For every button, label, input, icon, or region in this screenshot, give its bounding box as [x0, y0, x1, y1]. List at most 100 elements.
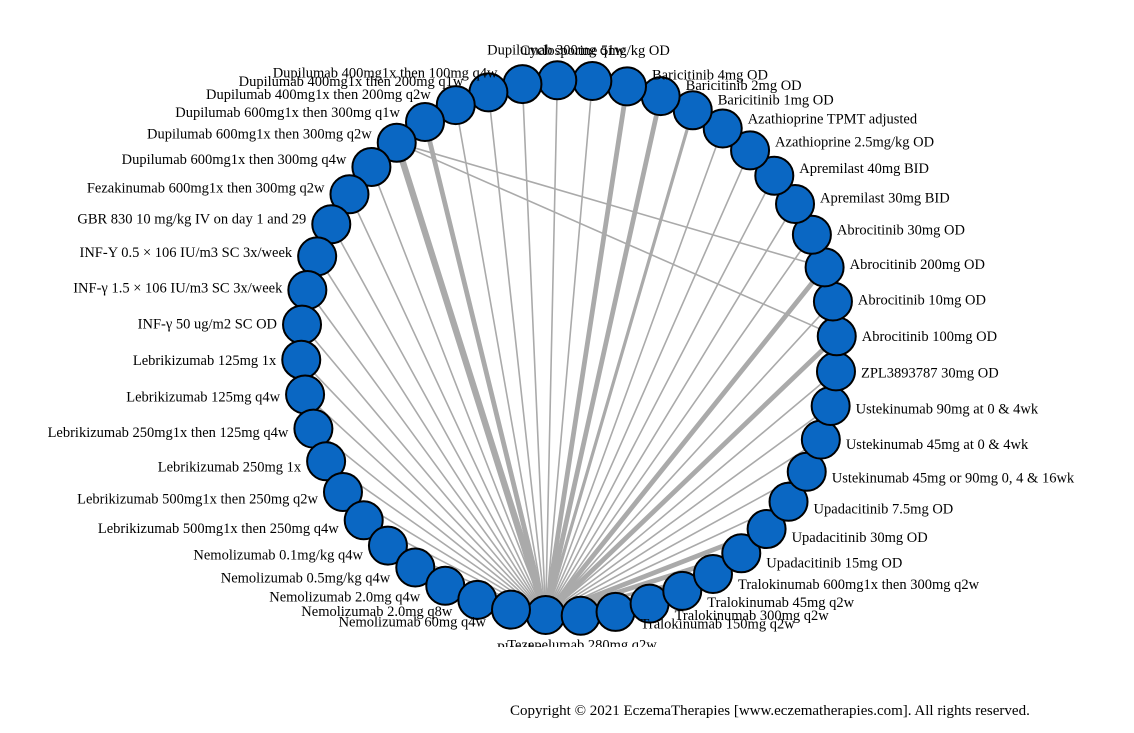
- label-lebrikizumab-500mg1x-then-250mg-q2w: Lebrikizumab 500mg1x then 250mg q2w: [77, 491, 318, 507]
- label-layer: PlaceboTezepelumab 280mg q2w Tralokinumab…: [48, 42, 1075, 647]
- node-cyclosporine-5mg-kg-od[interactable]: [572, 61, 613, 102]
- node-zpl3893787-30mg-od[interactable]: [815, 351, 856, 392]
- edge-placebo-to-upadacitinib-7-5mg-od: [544, 500, 790, 616]
- edge-placebo-to-dupilumab-300mg-q1w: [544, 79, 559, 616]
- node-baricitinib-4mg-od[interactable]: [607, 66, 648, 107]
- node-placebo[interactable]: [525, 594, 566, 635]
- edge-placebo-to-lebrikizumab-125mg-1x: [300, 358, 547, 616]
- node-lebrikizumab-500mg1x-then-250mg-q4w[interactable]: [343, 500, 384, 541]
- node-tralokinumab-150mg-q2w[interactable]: [595, 591, 636, 632]
- node-dupilumab-600mg1x-then-300mg-q1w[interactable]: [405, 101, 446, 142]
- node-inf-50-ug-m2-sc-od[interactable]: [282, 304, 323, 345]
- label-inf-0-5-106-iu-m3-sc-3x-week: INF-Υ 0.5 × 106 IU/m3 SC 3x/week: [80, 245, 293, 261]
- label-ustekinumab-45mg-or-90mg-0-4-16wk: Ustekinumab 45mg or 90mg 0, 4 & 16wk: [832, 470, 1075, 486]
- label-ustekinumab-90mg-at-0-4wk: Ustekinumab 90mg at 0 & 4wk: [856, 402, 1039, 418]
- node-lebrikizumab-500mg1x-then-250mg-q2w[interactable]: [322, 471, 363, 512]
- node-dupilumab-400mg1x-then-200mg-q2w[interactable]: [435, 85, 476, 126]
- copyright-notice: Copyright © 2021 EczemaTherapies [www.ec…: [510, 703, 1030, 719]
- node-lebrikizumab-125mg-q4w[interactable]: [285, 374, 326, 415]
- label-gbr-830-10-mg-kg-iv-on-day-1-and-29: GBR 830 10 mg/kg IV on day 1 and 29: [77, 212, 306, 228]
- edge-placebo-to-baricitinib-4mg-od: [543, 83, 630, 618]
- label-ustekinumab-45mg-at-0-4wk: Ustekinumab 45mg at 0 & 4wk: [846, 437, 1029, 453]
- node-upadacitinib-15mg-od[interactable]: [721, 533, 762, 574]
- node-fezakinumab-600mg1x-then-300mg-q2w[interactable]: [329, 174, 370, 215]
- node-dupilumab-300mg-q1w[interactable]: [537, 60, 578, 101]
- node-dupilumab-600mg1x-then-300mg-q4w[interactable]: [351, 146, 392, 187]
- node-azathioprine-2-5mg-kg-od[interactable]: [730, 130, 771, 171]
- label-tralokinumab-45mg-q2w: Tralokinumab 45mg q2w: [707, 595, 854, 611]
- node-upadacitinib-7-5mg-od[interactable]: [768, 481, 809, 522]
- label-nemolizumab-60mg-q4w: Nemolizumab 60mg q4w: [339, 614, 487, 630]
- edge-placebo-to-apremilast-30mg-bid: [544, 203, 796, 616]
- label-lebrikizumab-500mg1x-then-250mg-q4w: Lebrikizumab 500mg1x then 250mg q4w: [98, 521, 339, 537]
- node-azathioprine-tpmt-adjusted[interactable]: [702, 108, 743, 149]
- node-apremilast-30mg-bid[interactable]: [775, 184, 816, 225]
- label-tezepelumab-280mg-q2w: Tezepelumab 280mg q2w: [507, 638, 657, 647]
- label-cyclosporine-5mg-kg-od: Cyclosporine 5mg/kg OD: [520, 43, 670, 59]
- label-apremilast-40mg-bid: Apremilast 40mg BID: [799, 161, 929, 177]
- label-abrocitinib-30mg-od: Abrocitinib 30mg OD: [837, 223, 965, 239]
- edge-placebo-to-abrocitinib-200mg-od: [543, 265, 827, 618]
- label-nemolizumab-2-0mg-q8w: Nemolizumab 2.0mg q8w: [301, 604, 453, 620]
- edge-placebo-to-apremilast-40mg-bid: [544, 174, 776, 616]
- label-azathioprine-tpmt-adjusted: Azathioprine TPMT adjusted: [748, 112, 918, 128]
- edge-placebo-to-dupilumab-400mg1x-then-100mg-q4w: [521, 83, 547, 616]
- label-tralokinumab-300mg-q2w: Tralokinumab 300mg q2w: [675, 608, 830, 624]
- edge-placebo-to-baricitinib-2mg-od: [543, 93, 664, 618]
- label-abrocitinib-10mg-od: Abrocitinib 10mg OD: [858, 292, 986, 308]
- label-apremilast-30mg-bid: Apremilast 30mg BID: [820, 191, 950, 207]
- node-layer: [281, 60, 857, 636]
- label-lebrikizumab-250mg1x-then-125mg-q4w: Lebrikizumab 250mg1x then 125mg q4w: [48, 425, 289, 441]
- node-lebrikizumab-250mg-1x[interactable]: [306, 441, 347, 482]
- edge-placebo-to-inf-0-5-106-iu-m3-sc-3x-week: [316, 255, 547, 616]
- label-tralokinumab-600mg1x-then-300mg-q2w: Tralokinumab 600mg1x then 300mg q2w: [738, 577, 980, 593]
- label-abrocitinib-100mg-od: Abrocitinib 100mg OD: [862, 329, 997, 345]
- node-ustekinumab-90mg-at-0-4wk[interactable]: [810, 386, 851, 427]
- edge-placebo-to-dupilumab-600mg1x-then-300mg-q4w: [370, 166, 547, 616]
- node-nemolizumab-0-5mg-kg-q4w[interactable]: [395, 547, 436, 588]
- label-dupilumab-400mg1x-then-100mg-q4w: Dupilumab 400mg1x then 100mg q4w: [273, 65, 498, 81]
- edge-placebo-to-azathioprine-2-5mg-kg-od: [544, 149, 751, 616]
- label-dupilumab-400mg1x-then-200mg-q1w: Dupilumab 400mg1x then 200mg q1w: [239, 74, 464, 90]
- edge-placebo-to-dupilumab-400mg1x-then-200mg-q2w: [454, 104, 547, 616]
- node-tralokinumab-45mg-q2w[interactable]: [662, 570, 703, 611]
- label-azathioprine-2-5mg-kg-od: Azathioprine 2.5mg/kg OD: [775, 135, 934, 151]
- label-baricitinib-2mg-od: Baricitinib 2mg OD: [686, 78, 802, 94]
- node-tezepelumab-280mg-q2w[interactable]: [560, 595, 601, 636]
- label-upadacitinib-15mg-od: Upadacitinib 15mg OD: [766, 555, 902, 571]
- edge-placebo-to-ustekinumab-45mg-at-0-4wk: [544, 438, 822, 616]
- edge-placebo-to-lebrikizumab-125mg-q4w: [304, 393, 547, 616]
- label-placebo: Placebo: [497, 641, 543, 647]
- node-tralokinumab-600mg1x-then-300mg-q2w[interactable]: [692, 554, 733, 595]
- node-upadacitinib-30mg-od[interactable]: [746, 509, 787, 550]
- label-baricitinib-4mg-od: Baricitinib 4mg OD: [652, 68, 768, 84]
- edge-placebo-to-lebrikizumab-250mg1x-then-125mg-q4w: [312, 427, 547, 616]
- label-nemolizumab-2-0mg-q4w: Nemolizumab 2.0mg q4w: [269, 589, 421, 605]
- edge-placebo-to-azathioprine-tpmt-adjusted: [544, 127, 724, 616]
- node-dupilumab-600mg1x-then-300mg-q2w[interactable]: [376, 122, 417, 163]
- node-apremilast-40mg-bid[interactable]: [754, 155, 795, 196]
- node-nemolizumab-60mg-q4w[interactable]: [490, 589, 531, 630]
- node-ustekinumab-45mg-at-0-4wk[interactable]: [800, 419, 841, 460]
- node-nemolizumab-0-1mg-kg-q4w[interactable]: [367, 525, 408, 566]
- node-dupilumab-400mg1x-then-100mg-q4w[interactable]: [502, 64, 543, 105]
- edge-placebo-to-cyclosporine-5mg-kg-od: [544, 80, 594, 616]
- label-lebrikizumab-125mg-1x: Lebrikizumab 125mg 1x: [133, 353, 277, 369]
- node-inf-1-5-106-iu-m3-sc-3x-week[interactable]: [287, 269, 328, 310]
- edge-placebo-to-baricitinib-1mg-od: [544, 108, 695, 617]
- label-lebrikizumab-250mg-1x: Lebrikizumab 250mg 1x: [158, 459, 302, 475]
- label-upadacitinib-30mg-od: Upadacitinib 30mg OD: [792, 530, 928, 546]
- node-inf-0-5-106-iu-m3-sc-3x-week[interactable]: [297, 236, 338, 277]
- edge-placebo-to-inf-50-ug-m2-sc-od: [301, 323, 547, 616]
- node-abrocitinib-10mg-od[interactable]: [812, 281, 853, 322]
- edge-placebo-to-fezakinumab-600mg1x-then-300mg-q2w: [348, 193, 547, 616]
- label-abrocitinib-200mg-od: Abrocitinib 200mg OD: [850, 257, 985, 273]
- label-fezakinumab-600mg1x-then-300mg-q2w: Fezakinumab 600mg1x then 300mg q2w: [87, 180, 325, 196]
- node-abrocitinib-100mg-od[interactable]: [816, 316, 857, 357]
- node-nemolizumab-2-0mg-q8w[interactable]: [457, 579, 498, 620]
- edge-placebo-to-ustekinumab-90mg-at-0-4wk: [544, 405, 832, 616]
- node-abrocitinib-30mg-od[interactable]: [791, 214, 832, 255]
- node-lebrikizumab-125mg-1x[interactable]: [281, 339, 322, 380]
- label-nemolizumab-0-5mg-kg-q4w: Nemolizumab 0.5mg/kg q4w: [221, 570, 391, 586]
- edge-placebo-to-abrocitinib-100mg-od: [543, 333, 840, 618]
